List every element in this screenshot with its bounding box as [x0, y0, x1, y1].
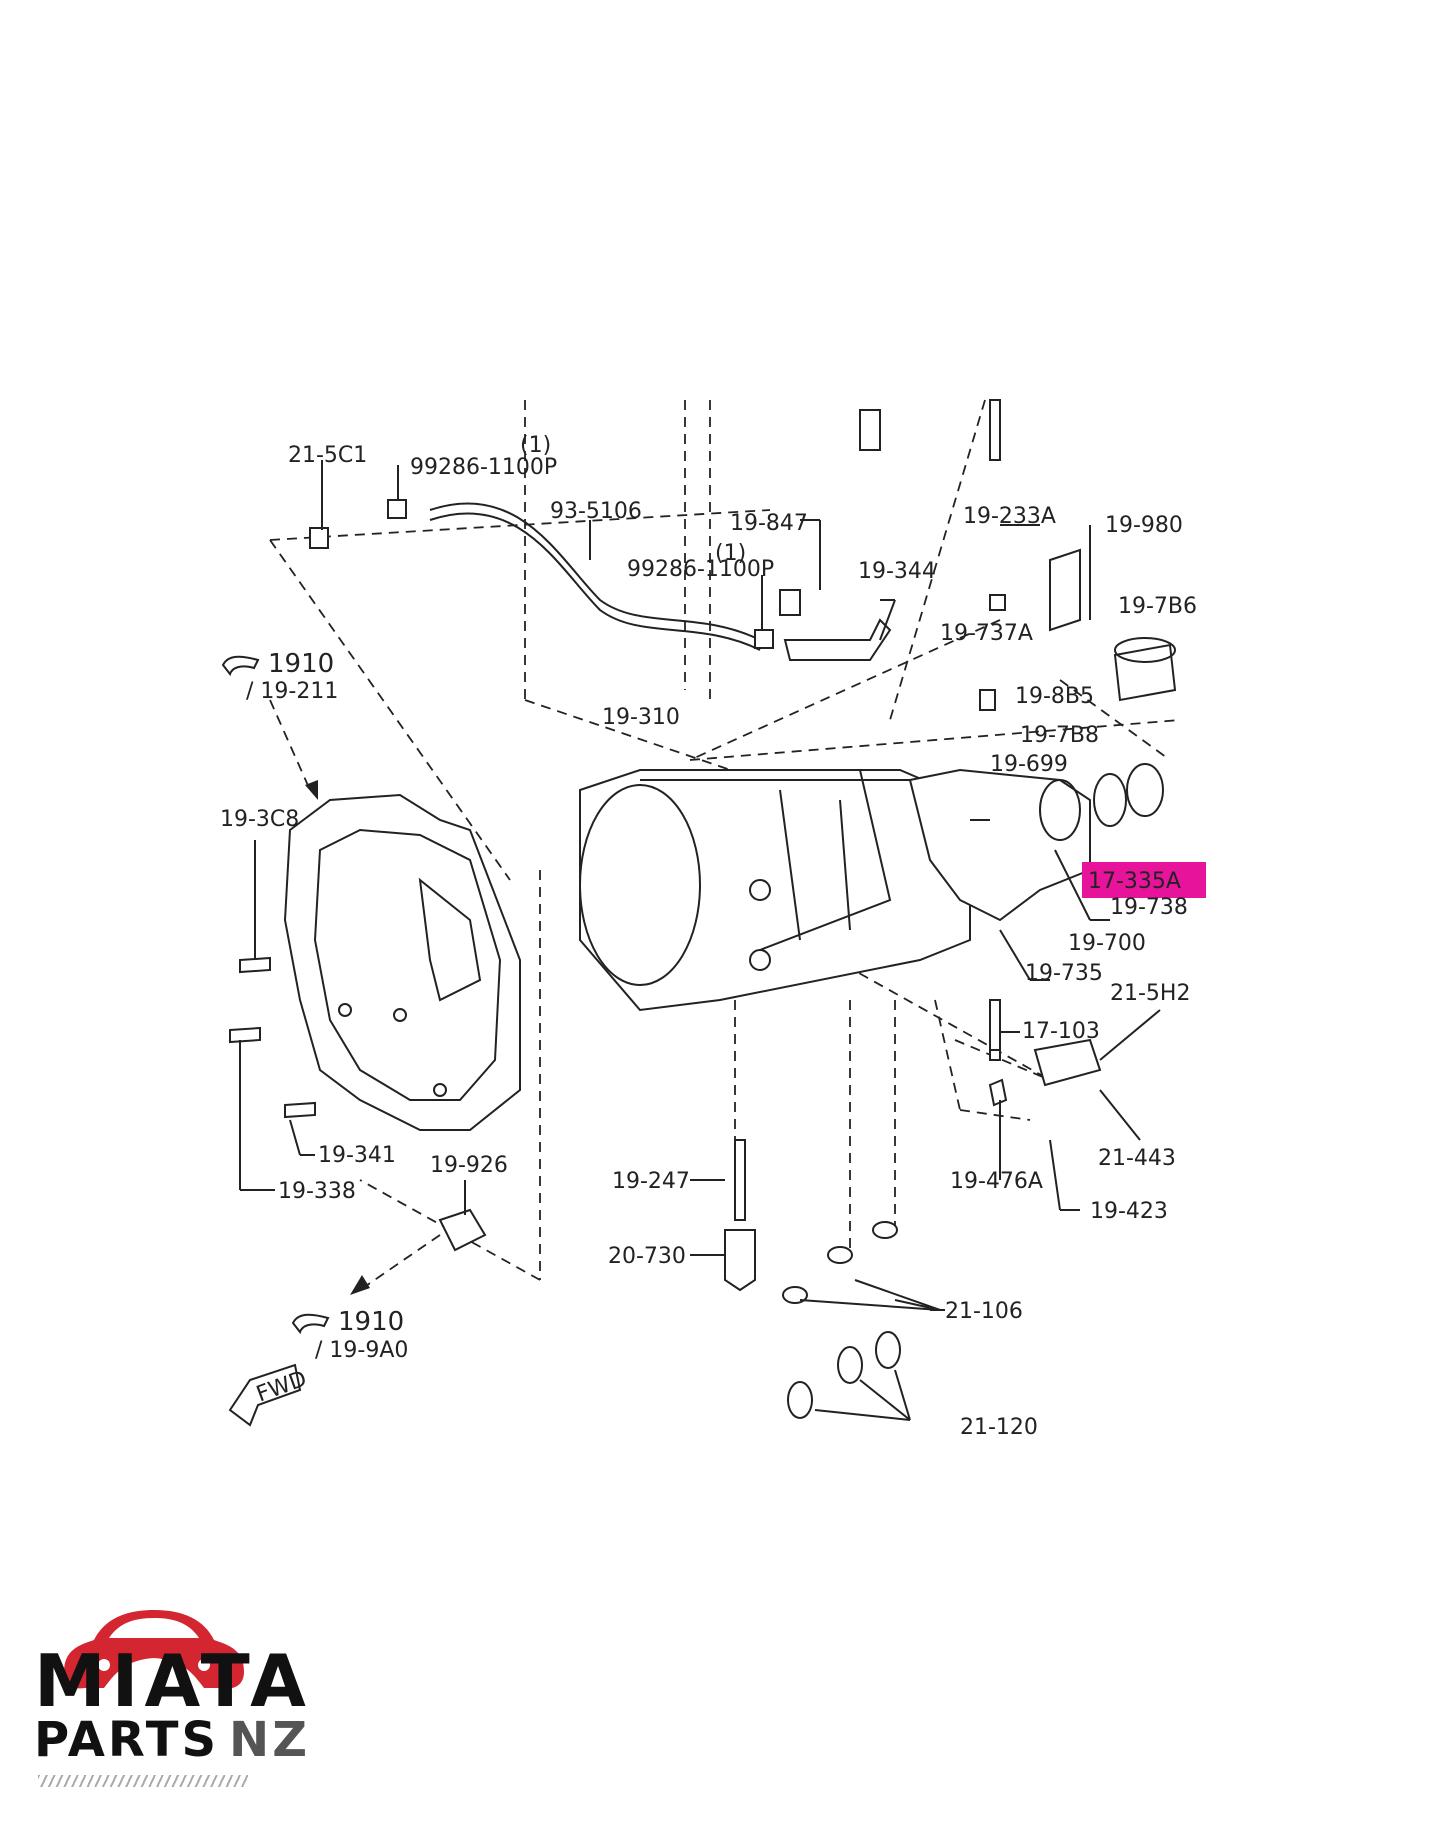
label-19-9a0: / 19-9A0	[315, 1338, 408, 1363]
dashed-guide-lines	[269, 399, 1181, 1281]
extension-housing	[908, 763, 1164, 922]
label-21-5h2: 21-5H2	[1110, 981, 1190, 1006]
car-logo-icon	[64, 1610, 244, 1689]
label-1910-b: 1910	[338, 1307, 404, 1337]
label-19-926: 19-926	[430, 1153, 508, 1178]
brand-parts: PARTS	[34, 1712, 220, 1768]
small-parts	[229, 399, 1177, 1419]
bell-housing	[283, 793, 521, 1131]
brand-name: MIATA	[34, 1639, 312, 1723]
label-19-344: 19-344	[858, 559, 936, 584]
label-qty-a: (1)	[520, 433, 551, 458]
ref-icons	[221, 655, 330, 1335]
label-19-847: 19-847	[730, 511, 808, 536]
label-19-233a: 19-233A	[963, 504, 1056, 529]
label-20-730: 20-730	[608, 1244, 686, 1269]
label-19-7b6: 19-7B6	[1118, 594, 1197, 619]
label-19-700: 19-700	[1068, 931, 1146, 956]
label-19-341: 19-341	[318, 1143, 396, 1168]
part-labels: 21-5C1 99286-1100P (1) 93-5106 99286-110…	[220, 433, 1197, 1440]
label-21-106: 21-106	[945, 1299, 1023, 1324]
label-19-8b5: 19-8B5	[1015, 684, 1094, 709]
label-21-5c1: 21-5C1	[288, 443, 367, 468]
label-19-735: 19-735	[1025, 961, 1103, 986]
label-19-7b8: 19-7B8	[1020, 723, 1099, 748]
label-99286-b: 99286-1100P	[627, 557, 774, 582]
brand-stripes	[38, 1775, 248, 1787]
label-93-5106: 93-5106	[550, 499, 642, 524]
label-19-310: 19-310	[602, 705, 680, 730]
label-19-3c8: 19-3C8	[220, 807, 299, 832]
label-21-443: 21-443	[1098, 1146, 1176, 1171]
label-19-211: / 19-211	[246, 679, 338, 704]
label-1910-a: 1910	[268, 649, 334, 679]
highlight-box	[1082, 862, 1206, 898]
leader-lines	[239, 460, 1161, 1421]
label-19-476a: 19-476A	[950, 1169, 1043, 1194]
exploded-parts-diagram: FWD 21-5C1 99286-1100P (1) 93-5106 99286…	[220, 399, 1206, 1440]
label-19-737a: 19-737A	[940, 621, 1033, 646]
label-17-103: 17-103	[1022, 1019, 1100, 1044]
label-19-247: 19-247	[612, 1169, 690, 1194]
label-17-335a: 17-335A	[1088, 869, 1181, 894]
reference-arrows	[269, 699, 441, 1295]
label-qty-b: (1)	[715, 541, 746, 566]
brand-nz: NZ	[229, 1712, 311, 1768]
label-19-338: 19-338	[278, 1179, 356, 1204]
label-19-699: 19-699	[990, 752, 1068, 777]
label-19-738: 19-738	[1110, 895, 1188, 920]
transmission-case	[579, 769, 971, 1012]
label-99286-a: 99286-1100P	[410, 455, 557, 480]
label-21-120: 21-120	[960, 1415, 1038, 1440]
label-19-980: 19-980	[1105, 513, 1183, 538]
fwd-arrow: FWD	[228, 1363, 310, 1427]
label-19-423: 19-423	[1090, 1199, 1168, 1224]
